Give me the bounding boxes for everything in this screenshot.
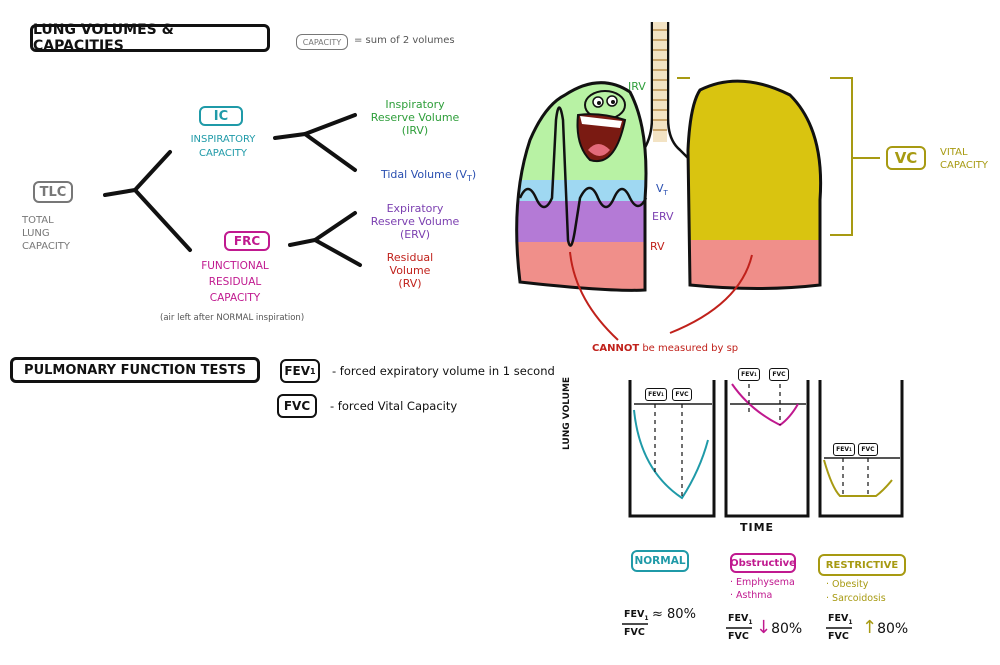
restrictive-examples: · Obesity · Sarcoidosis <box>826 579 886 604</box>
restrictive-ratio-value: ↑80% <box>862 617 909 638</box>
erv-label: Expiratory Reserve Volume (ERV) <box>370 202 460 241</box>
page-title: LUNG VOLUMES & CAPACITIES <box>30 22 270 54</box>
vc-bracket <box>830 77 880 236</box>
ratio-fraction-bars <box>622 623 852 629</box>
left-lung-outline <box>515 81 648 292</box>
obstructive-box: Obstructive <box>730 553 796 573</box>
cannot-note: CANNOT be measured by sp <box>592 343 739 354</box>
capacity-legend-note: = sum of 2 volumes <box>354 35 455 46</box>
fvc-definition: - forced Vital Capacity <box>330 399 458 413</box>
frc-box: FRC <box>224 231 270 251</box>
graph-dashed-lines <box>654 384 869 498</box>
spirometry-trace <box>518 106 648 247</box>
graph-frames <box>628 380 904 518</box>
vc-desc: VITAL CAPACITY <box>940 147 989 171</box>
trachea <box>631 22 691 163</box>
obstructive-examples: · Emphysema · Asthma <box>730 577 795 601</box>
lung-erv-label: ERV <box>652 210 674 223</box>
normal-ratio-value: ≈ 80% <box>652 607 696 622</box>
ic-box: IC <box>199 106 243 126</box>
tlc-box: TLC <box>33 181 73 203</box>
obstructive-ratio-num: FEV1 <box>728 613 753 626</box>
graph-x-axis-label: TIME <box>740 521 775 534</box>
graph-y-axis-label: LUNG VOLUME <box>562 376 572 450</box>
vc-box: VC <box>886 146 926 170</box>
obstructive-fvc-tag: FVC <box>769 368 789 381</box>
obstructive-ratio-den: FVC <box>728 631 749 642</box>
right-lung-fill <box>688 81 821 289</box>
restrictive-curve <box>823 459 893 497</box>
normal-curve <box>633 409 709 500</box>
tree-branches <box>103 113 362 267</box>
normal-fvc-tag: FVC <box>672 388 692 401</box>
irv-label: Inspiratory Reserve Volume (IRV) <box>370 98 460 137</box>
lung-vt-label: VT <box>656 182 668 198</box>
restrictive-box: RESTRICTIVE <box>818 554 906 576</box>
fvc-box: FVC <box>277 394 317 418</box>
normal-ratio-den: FVC <box>624 627 645 638</box>
restrictive-ratio-den: FVC <box>828 631 849 642</box>
capacity-legend-box: CAPACITY <box>296 34 348 50</box>
left-lung-bands <box>516 82 646 291</box>
pft-title: PULMONARY FUNCTION TESTS <box>10 357 260 383</box>
tlc-desc: TOTAL LUNG CAPACITY <box>22 215 71 252</box>
right-lung-outline <box>686 79 823 290</box>
restrictive-ratio-num: FEV1 <box>828 613 853 626</box>
lung-irv-label: IRV <box>628 80 646 93</box>
restrictive-fvc-tag: FVC <box>858 443 878 456</box>
cannot-line-right <box>669 254 753 334</box>
obstructive-ratio-value: ↓80% <box>756 617 803 638</box>
cannot-line-left <box>569 251 619 341</box>
normal-box: NORMAL <box>631 550 689 572</box>
lung-rv-label: RV <box>650 240 665 253</box>
frc-note: (air left after NORMAL inspiration) <box>160 313 305 323</box>
frc-desc: FUNCTIONAL RESIDUAL CAPACITY <box>201 260 269 304</box>
ic-desc: INSPIRATORY CAPACITY <box>190 134 256 159</box>
normal-ratio-num: FEV1 <box>624 609 649 622</box>
fev1-definition: - forced expiratory volume in 1 second <box>332 364 555 378</box>
vt-label: Tidal Volume (VT) <box>381 168 477 184</box>
rv-label: Residual Volume (RV) <box>386 251 434 290</box>
lung-face-icon <box>576 90 627 163</box>
